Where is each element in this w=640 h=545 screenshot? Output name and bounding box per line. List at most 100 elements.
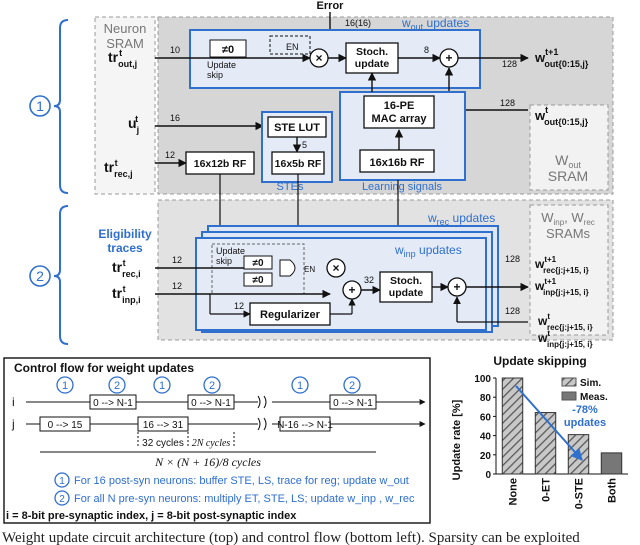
svg-text:×: ×: [315, 51, 322, 65]
control-flow-panel: [3, 357, 431, 524]
legend-circle-1-text: 1: [59, 476, 65, 487]
svg-text:1: 1: [36, 98, 44, 114]
index-note: i = 8-bit pre-synaptic index, j = 8-bit …: [6, 510, 297, 522]
rf-16x16b: [359, 149, 435, 173]
row-j-label: j: [11, 417, 15, 431]
cycles-32: 32 cycles: [142, 438, 184, 449]
axis-break: [257, 395, 267, 431]
nonzero-check-1: [243, 255, 273, 270]
stoch-update-top: [345, 42, 399, 74]
bits-10: 10: [170, 45, 180, 55]
y-tick-label: 40: [480, 432, 492, 443]
bar-0-ste: [567, 434, 590, 475]
bits-5: 5: [302, 140, 307, 150]
mac-array: [363, 95, 435, 129]
wout-update-box: [189, 29, 481, 89]
nonzero-2-text: ≠0: [252, 275, 263, 286]
nonzero-1-text: ≠0: [252, 258, 263, 269]
legend-circle-2-text: 2: [59, 494, 65, 505]
svg-text:×: ×: [332, 261, 339, 275]
and-gate: [279, 259, 296, 277]
svg-text:1: 1: [159, 380, 165, 392]
bits-12-d: 12: [234, 301, 244, 311]
figure-caption: Weight update circuit architecture (top)…: [2, 531, 580, 545]
legend-sim: Sim.: [580, 378, 601, 389]
tr-inp-i-label: trinp,it: [112, 284, 141, 305]
legend-meas: Meas.: [580, 392, 608, 403]
x-tick-label: Both: [607, 478, 619, 503]
chart-annotation: -78%updates: [564, 404, 606, 429]
legend-swatch-sim: [561, 377, 577, 387]
step-2-text: For all N pre-syn neurons: multiply ET, …: [74, 493, 415, 505]
bits-8-top: 8: [424, 45, 429, 55]
bits-16-u: 16: [170, 113, 180, 123]
x-tick-label: None: [508, 478, 520, 506]
svg-text:1: 1: [62, 380, 68, 392]
step-1-marker: 1: [29, 95, 51, 117]
svg-text:2: 2: [349, 380, 355, 392]
ste-lut-label: STE LUT: [274, 122, 320, 134]
regularizer-label: Regularizer: [260, 309, 321, 321]
skip-gate-top: [269, 35, 311, 55]
bits-12-a: 12: [165, 150, 175, 160]
svg-text:1: 1: [297, 380, 303, 392]
bits-12-c: 12: [172, 281, 182, 291]
control-flow-circles: 1 2 1 2 1 2: [56, 376, 361, 394]
svg-text:0 --> N-1: 0 --> N-1: [191, 398, 231, 409]
rf-16x12b-label: 16x12b RF: [194, 158, 247, 170]
stoch-update-bottom-label: Stoch.update: [389, 275, 424, 299]
svg-text:2: 2: [114, 380, 120, 392]
y-tick-label: 60: [480, 412, 492, 423]
i-segments: 0 --> N-1 0 --> N-1 0 --> N-1: [89, 394, 377, 410]
y-tick-label: 20: [480, 451, 492, 462]
legend-circle-1: [54, 472, 70, 488]
svg-text:0 --> N-1: 0 --> N-1: [93, 398, 133, 409]
bits-128-d: 128: [505, 306, 520, 316]
adder-top: +: [439, 48, 459, 68]
svg-text:+: +: [453, 280, 460, 294]
bits-32: 32: [364, 275, 374, 285]
legend-circle-2: [54, 490, 70, 506]
wout-sram-region: [529, 104, 609, 191]
error-bits: 16(16): [345, 18, 371, 28]
bracket-2: [53, 205, 69, 345]
update-skipping-chart: Update skipping Update rate [%] 02040608…: [451, 354, 628, 509]
chart-ylabel: Update rate [%]: [451, 399, 463, 480]
svg-text:0 --> 15: 0 --> 15: [48, 420, 83, 431]
bits-128-a: 128: [502, 59, 517, 69]
rf-16x16b-label: 16x16b RF: [369, 157, 424, 169]
svg-text:+: +: [445, 51, 452, 65]
stes-label: STEs: [277, 181, 304, 193]
control-flow-title: Control flow for weight updates: [14, 361, 194, 375]
y-tick-label: 100: [474, 374, 491, 385]
svg-text:2: 2: [209, 380, 215, 392]
bar-0-et: [534, 412, 557, 475]
y-tick-label: 0: [485, 470, 491, 481]
cycles-2n: 2N cycles: [192, 438, 231, 449]
tr-rec-i-label: trrec,it: [112, 258, 141, 279]
u-label: ujt: [128, 114, 139, 135]
winp-wrec-srams-region: [529, 204, 609, 336]
svg-text:0 --> N-1: 0 --> N-1: [333, 398, 373, 409]
cycles-formula: N × (N + 16)/8 cycles: [154, 455, 261, 469]
svg-text:+: +: [348, 283, 355, 297]
svg-text:N-16 --> N-1: N-16 --> N-1: [277, 420, 333, 431]
y-tick-label: 80: [480, 393, 492, 404]
stoch-update-top-label: Stoch.update: [355, 46, 390, 70]
x-tick-label: 0-ET: [541, 478, 553, 502]
rf-16x5b-label: 16x5b RF: [275, 158, 322, 170]
error-label: Error: [317, 0, 345, 12]
neuron-sram-region: [94, 16, 156, 195]
j-segments: 0 --> 15 16 --> 31 N-16 --> N-1: [39, 416, 333, 432]
svg-text:2: 2: [36, 268, 44, 284]
bracket-1: [53, 19, 69, 194]
svg-text:16 --> 31: 16 --> 31: [143, 420, 184, 431]
bits-12-b: 12: [172, 255, 182, 265]
adder-bottom-1: +: [342, 280, 362, 300]
